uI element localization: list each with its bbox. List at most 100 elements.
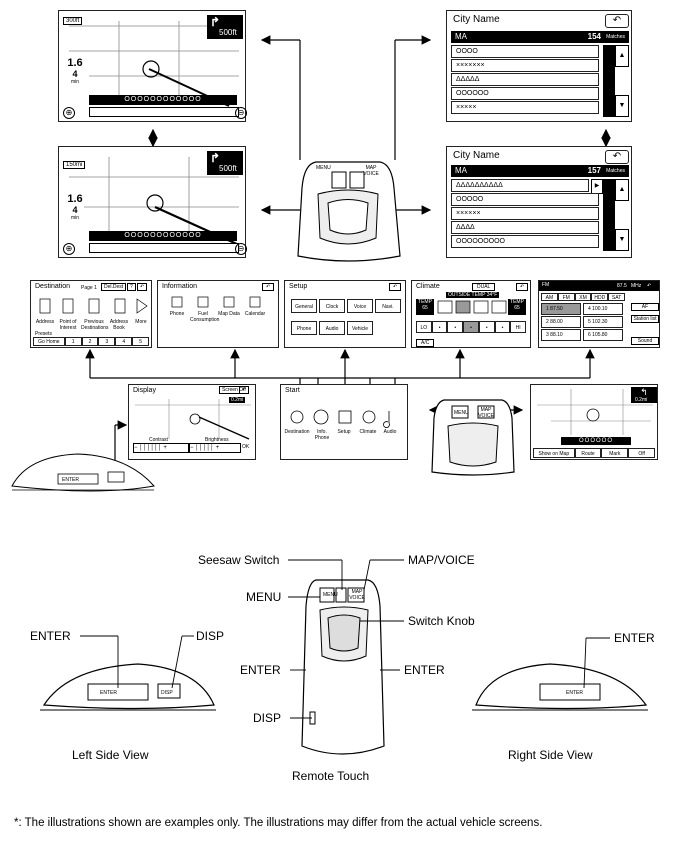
back-button[interactable]: ↶ <box>647 283 652 289</box>
setup-voice[interactable]: Voice <box>347 299 373 313</box>
calendar-label[interactable]: Calendar <box>244 311 266 317</box>
sound-button[interactable]: Sound <box>631 337 659 345</box>
list-item[interactable]: ××××××× <box>451 59 599 72</box>
zoom-in-icon[interactable]: ⊖ <box>235 243 247 255</box>
scroll-down-button[interactable]: ▼ <box>615 229 629 251</box>
fan-level-5[interactable]: • <box>494 321 511 333</box>
list-item[interactable]: ΔΔΔΔΔΔΔΔΔΔ <box>451 179 589 192</box>
af-button[interactable]: AF <box>631 303 659 311</box>
ok-button[interactable]: OK <box>242 444 250 450</box>
tab-xm[interactable]: XM <box>574 293 592 301</box>
zoom-out-icon[interactable]: ⊕ <box>63 243 75 255</box>
zoom-out-icon[interactable]: ⊕ <box>63 107 75 119</box>
tab-sat[interactable]: SAT <box>608 293 625 301</box>
phone-icon-label[interactable]: Phone <box>169 311 185 317</box>
address-book-label[interactable]: Address Book <box>109 319 129 331</box>
fan-level-2[interactable]: • <box>447 321 464 333</box>
list-item[interactable]: OOOOOO <box>451 87 599 100</box>
map-voice-button-label[interactable]: MAP VOICE <box>363 165 379 177</box>
poi-icon-label[interactable]: Point of Interest <box>59 319 77 331</box>
more-label[interactable]: More <box>135 319 147 325</box>
zoom-scale-bar[interactable] <box>89 243 239 253</box>
preset-4[interactable]: 4 <box>115 337 133 346</box>
scroll-down-button[interactable]: ▼ <box>615 95 629 117</box>
mark-button[interactable]: Mark <box>601 448 629 458</box>
start-setup[interactable]: Setup <box>337 429 351 435</box>
expand-arrow-icon[interactable]: ▶ <box>591 179 603 194</box>
preset-button[interactable]: 6 105.80 <box>583 329 623 341</box>
map-data-label[interactable]: Map Data <box>218 311 240 317</box>
setup-general[interactable]: General <box>291 299 317 313</box>
scrollbar[interactable] <box>603 45 615 117</box>
preset-5[interactable]: 5 <box>132 337 150 346</box>
start-info-phone[interactable]: Info. Phone <box>314 429 330 441</box>
list-item[interactable]: ΔΔΔΔ <box>451 221 599 234</box>
address-icon-label[interactable]: Address <box>35 319 55 325</box>
off-button[interactable]: Off <box>628 448 655 458</box>
list-item[interactable]: ΔΔΔΔΔ <box>451 73 599 86</box>
map-voice-button-label[interactable]: MAP VOICE <box>349 589 365 601</box>
enter-button-right[interactable]: ENTER <box>566 690 583 696</box>
zoom-scale-bar[interactable] <box>89 107 239 117</box>
map-voice-button-label[interactable]: MAP VOICE <box>478 407 494 419</box>
tab-am[interactable]: AM <box>541 293 558 301</box>
start-destination[interactable]: Destination <box>284 429 310 435</box>
zoom-in-icon[interactable]: ⊖ <box>235 107 247 119</box>
setup-audio[interactable]: Audio <box>319 321 345 335</box>
setup-clock[interactable]: Clock <box>319 299 345 313</box>
fuel-consumption-label[interactable]: Fuel Consumption <box>190 311 220 323</box>
back-button[interactable]: ↶ <box>137 283 148 291</box>
disp-button-left[interactable]: DISP <box>161 690 173 696</box>
brightness-slider[interactable]: − │││││ + <box>189 443 241 453</box>
preset-3[interactable]: 3 <box>98 337 116 346</box>
fan-hi[interactable]: HI <box>510 321 527 333</box>
preset-button[interactable]: 1 87.50 <box>541 303 581 315</box>
scroll-up-button[interactable]: ▲ <box>615 179 629 201</box>
route-button[interactable]: Route <box>574 448 602 458</box>
start-audio[interactable]: Audio <box>383 429 397 435</box>
list-item[interactable]: OOOOO <box>451 193 599 206</box>
back-button[interactable]: ↶ <box>262 283 275 291</box>
list-item[interactable]: ××××× <box>451 101 599 114</box>
preset-button[interactable]: 4 100.10 <box>583 303 623 315</box>
list-item[interactable]: OOOOOOOOO <box>451 235 599 248</box>
setup-navi[interactable]: Navi. <box>375 299 401 313</box>
show-on-map-button[interactable]: Show on Map <box>533 448 575 458</box>
preset-2[interactable]: 2 <box>81 337 99 346</box>
back-button[interactable]: ↶ <box>605 14 629 28</box>
tab-hdd[interactable]: HDD <box>591 293 609 301</box>
preset-button[interactable]: 5 102.30 <box>583 316 623 328</box>
preset-button[interactable]: 2 88.00 <box>541 316 581 328</box>
scrollbar[interactable] <box>603 179 615 251</box>
back-button[interactable]: ↶ <box>516 283 529 291</box>
temp-right-panel[interactable]: TEMP 65 <box>508 299 526 315</box>
list-item[interactable]: OOOO <box>451 45 599 58</box>
back-button[interactable]: ↶ <box>389 283 402 291</box>
menu-button-label[interactable]: MENU <box>323 592 338 598</box>
start-climate[interactable]: Climate <box>359 429 377 435</box>
back-button[interactable]: ↶ <box>239 386 250 394</box>
preset-1[interactable]: 1 <box>64 337 82 346</box>
contrast-slider[interactable]: − ││││││ + <box>133 443 189 453</box>
fan-level-1[interactable]: • <box>431 321 448 333</box>
fan-level-4[interactable]: • <box>478 321 495 333</box>
preset-button[interactable]: 3 88.10 <box>541 329 581 341</box>
map-scale-badge[interactable]: 150mi <box>63 161 86 169</box>
setup-vehicle[interactable]: Vehicle <box>347 321 373 335</box>
help-button[interactable]: ? <box>127 283 136 291</box>
enter-label-small[interactable]: ENTER <box>62 477 79 483</box>
setup-phone[interactable]: Phone <box>291 321 317 335</box>
list-item[interactable]: ×××××× <box>451 207 599 220</box>
menu-button-label[interactable]: MENU <box>316 165 331 171</box>
back-button[interactable]: ↶ <box>605 150 629 164</box>
dual-button[interactable]: DUAL <box>472 283 496 291</box>
scroll-up-button[interactable]: ▲ <box>615 45 629 67</box>
previous-destinations-label[interactable]: Previous Destinations <box>81 319 109 331</box>
ac-button[interactable]: A/C <box>416 339 435 347</box>
fan-lo[interactable]: LO <box>416 321 432 333</box>
menu-button-label[interactable]: MENU <box>454 410 469 416</box>
map-scale-badge[interactable]: 300ft <box>63 17 83 25</box>
tab-fm[interactable]: FM <box>557 293 575 301</box>
preset-go-home[interactable]: Go Home <box>33 337 65 346</box>
temp-left-panel[interactable]: TEMP 65 <box>416 299 434 315</box>
